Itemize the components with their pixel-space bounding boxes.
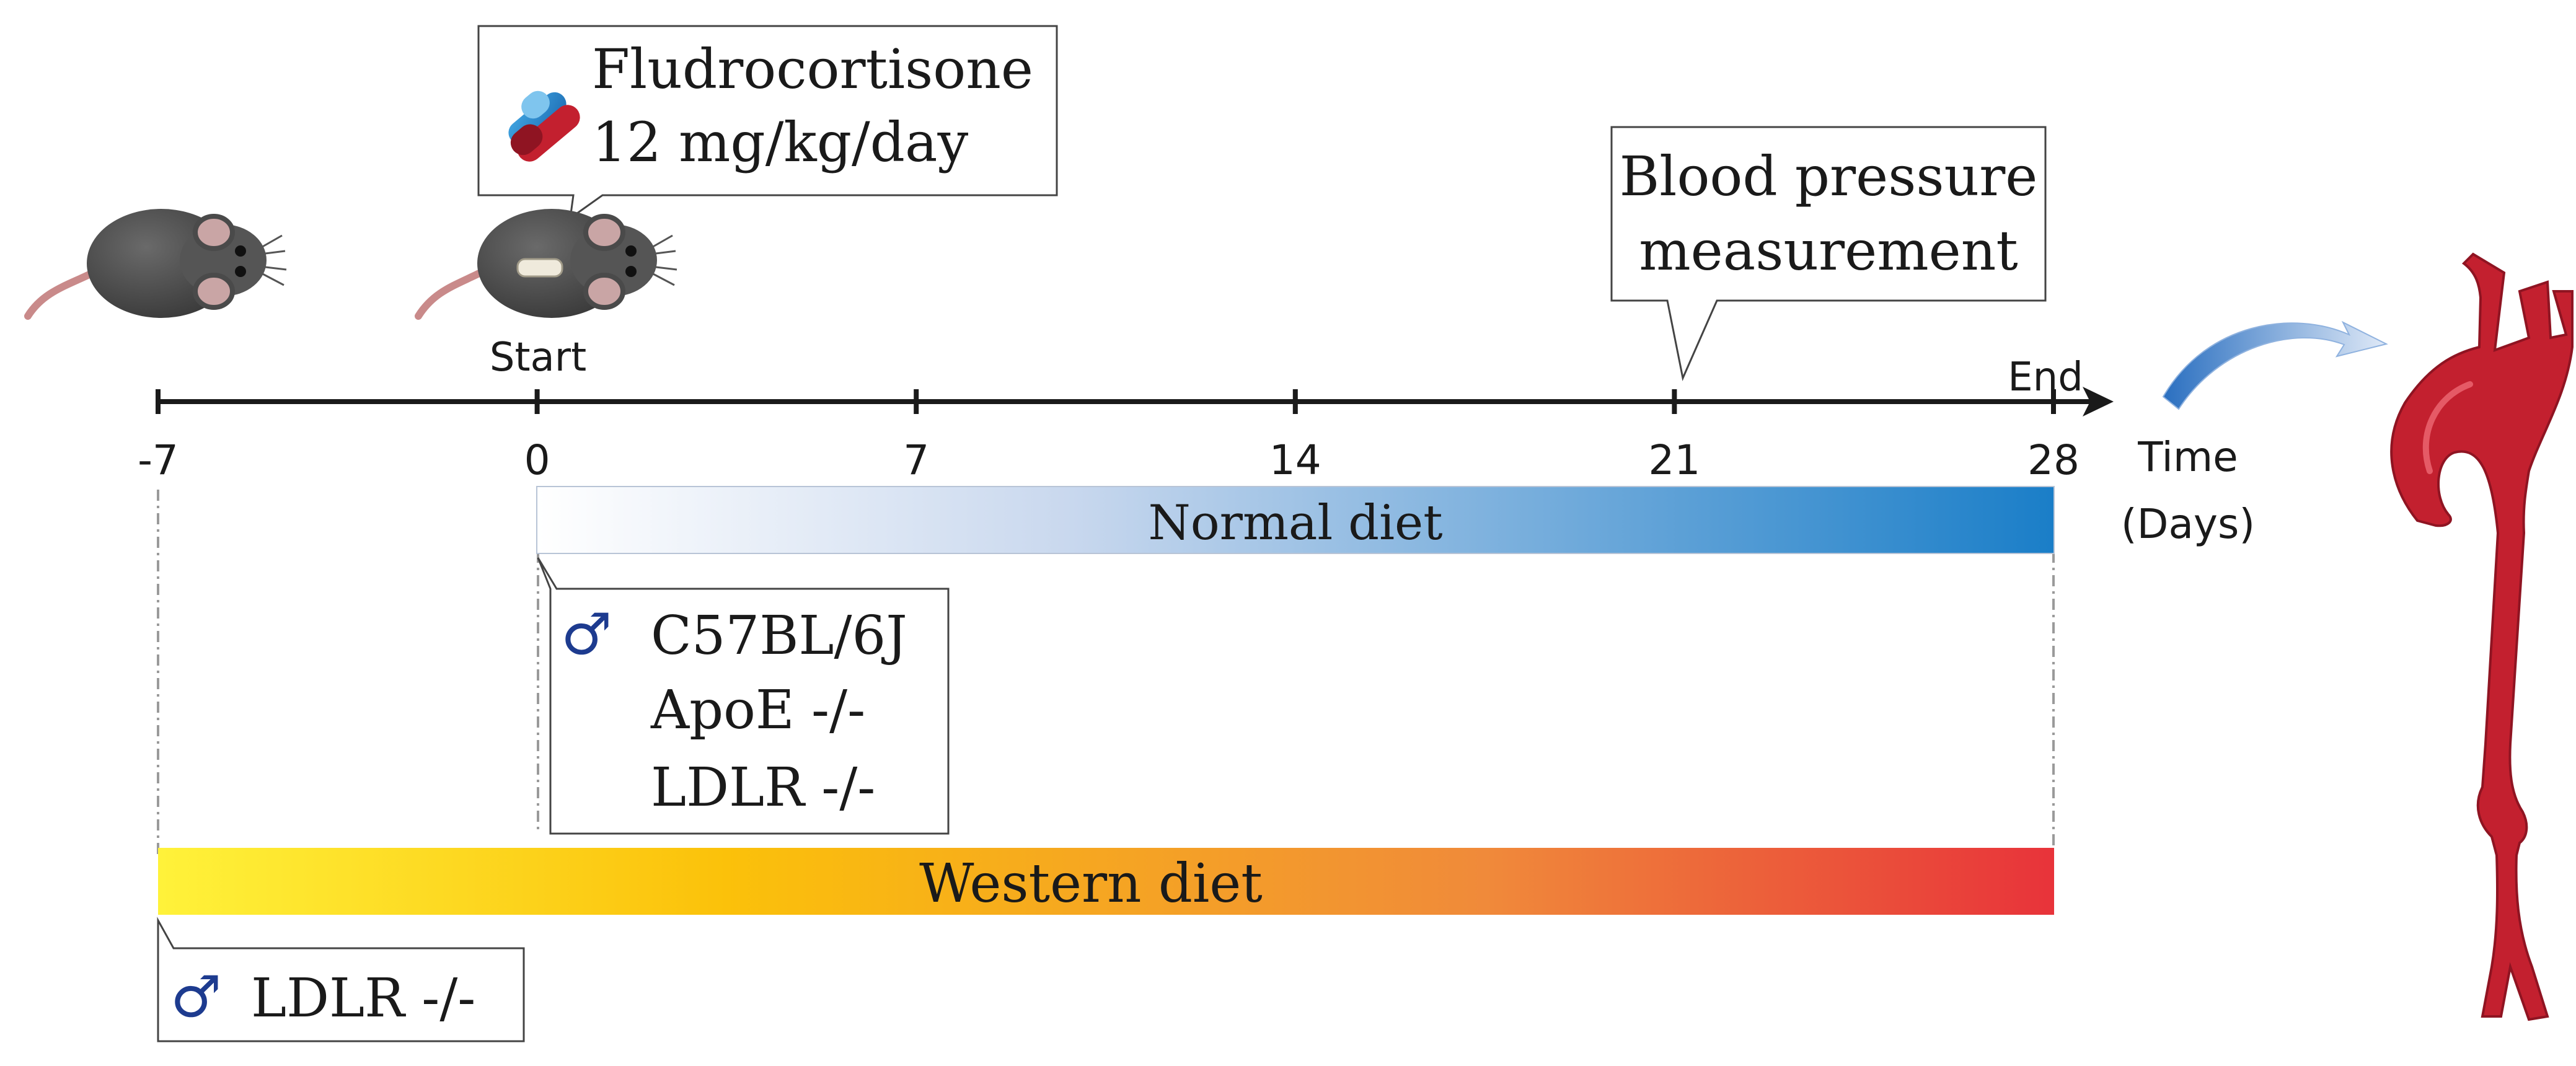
time-axis: -7 0 7 14 21 28 Start End Time (Days) xyxy=(138,335,2255,548)
axis-tick-label: 28 xyxy=(2027,436,2080,484)
axis-title-line2: (Days) xyxy=(2121,500,2255,548)
axis-tick-label: -7 xyxy=(138,436,179,484)
male-symbol-icon: ♂ xyxy=(561,601,612,667)
pill-icon xyxy=(508,90,580,162)
axis-tick-label: 7 xyxy=(903,436,929,484)
axis-tick-label: 14 xyxy=(1269,436,1321,484)
drug-dose: 12 mg/kg/day xyxy=(592,110,968,174)
curved-arrow-icon xyxy=(2162,320,2388,410)
western-diet-bar: Western diet xyxy=(158,848,2054,915)
axis-title-line1: Time xyxy=(2137,433,2238,481)
measurement-line2: measurement xyxy=(1639,219,2018,283)
strain-ldlr: LDLR -/- xyxy=(651,757,875,819)
strain-c57bl6j: C57BL/6J xyxy=(651,605,907,667)
normal-diet-groups-callout: ♂ C57BL/6J ApoE -/- LDLR -/- xyxy=(537,557,950,835)
mouse-with-pump-icon xyxy=(415,209,677,320)
strain-ldlr-western: LDLR -/- xyxy=(251,967,475,1029)
measurement-line1: Blood pressure xyxy=(1620,144,2038,208)
western-diet-label: Western diet xyxy=(919,853,1263,915)
start-label: Start xyxy=(490,335,586,381)
normal-diet-label: Normal diet xyxy=(1148,495,1442,551)
fludrocortisone-callout: Fludrocortisone 12 mg/kg/day xyxy=(477,25,1058,221)
aorta-icon xyxy=(2390,252,2574,1021)
axis-tick-label: 0 xyxy=(524,436,550,484)
western-diet-groups-callout: ♂ LDLR -/- xyxy=(157,917,525,1042)
axis-arrowhead xyxy=(2083,387,2114,416)
end-label: End xyxy=(2008,355,2083,400)
osmotic-pump-icon xyxy=(516,258,563,278)
axis-ticks: -7 0 7 14 21 28 xyxy=(138,389,2080,484)
mouse-icon xyxy=(24,209,287,320)
strain-apoe: ApoE -/- xyxy=(650,679,865,741)
normal-diet-bar: Normal diet xyxy=(536,486,2055,554)
drug-name: Fludrocortisone xyxy=(592,37,1033,101)
axis-tick-label: 21 xyxy=(1648,436,1700,484)
male-symbol-icon: ♂ xyxy=(170,964,221,1030)
blood-pressure-callout: Blood pressure measurement xyxy=(1610,126,2047,381)
